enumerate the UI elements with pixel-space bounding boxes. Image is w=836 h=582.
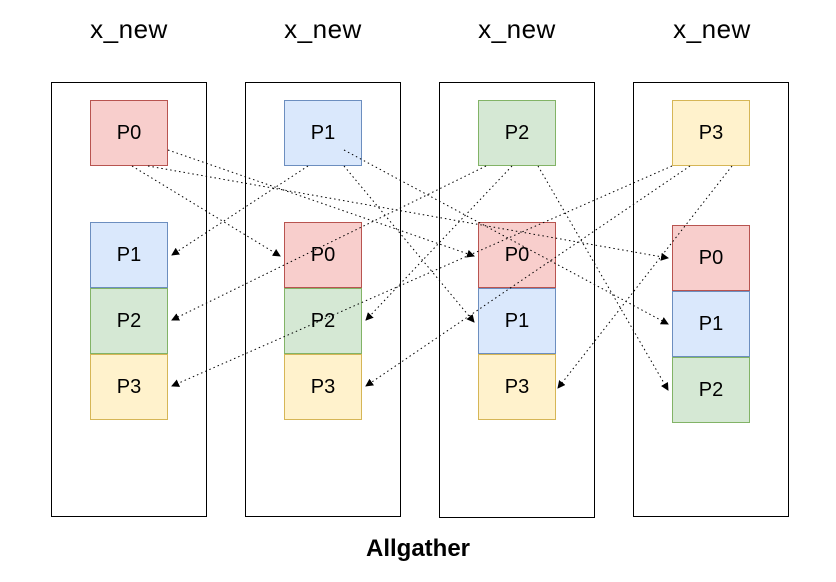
gathered-block-p0: P0 [284,222,362,288]
column-title-0: x_new [90,14,168,44]
gathered-block-p2: P2 [90,288,168,354]
gathered-block-p0: P0 [672,225,750,291]
gathered-block-p3: P3 [478,354,556,420]
gathered-block-p2: P2 [284,288,362,354]
source-block-p1: P1 [284,100,362,166]
gathered-block-p3: P3 [284,354,362,420]
gathered-block-p2: P2 [672,357,750,423]
gathered-block-p1: P1 [672,291,750,357]
source-block-p0: P0 [90,100,168,166]
gathered-block-p3: P3 [90,354,168,420]
gathered-block-p1: P1 [478,288,556,354]
column-title-1: x_new [284,14,362,44]
diagram-caption: Allgather [365,535,470,562]
column-title-3: x_new [673,14,751,44]
column-title-2: x_new [478,14,556,44]
source-block-p3: P3 [672,100,750,166]
source-block-p2: P2 [478,100,556,166]
gathered-block-p0: P0 [478,222,556,288]
gathered-block-p1: P1 [90,222,168,288]
